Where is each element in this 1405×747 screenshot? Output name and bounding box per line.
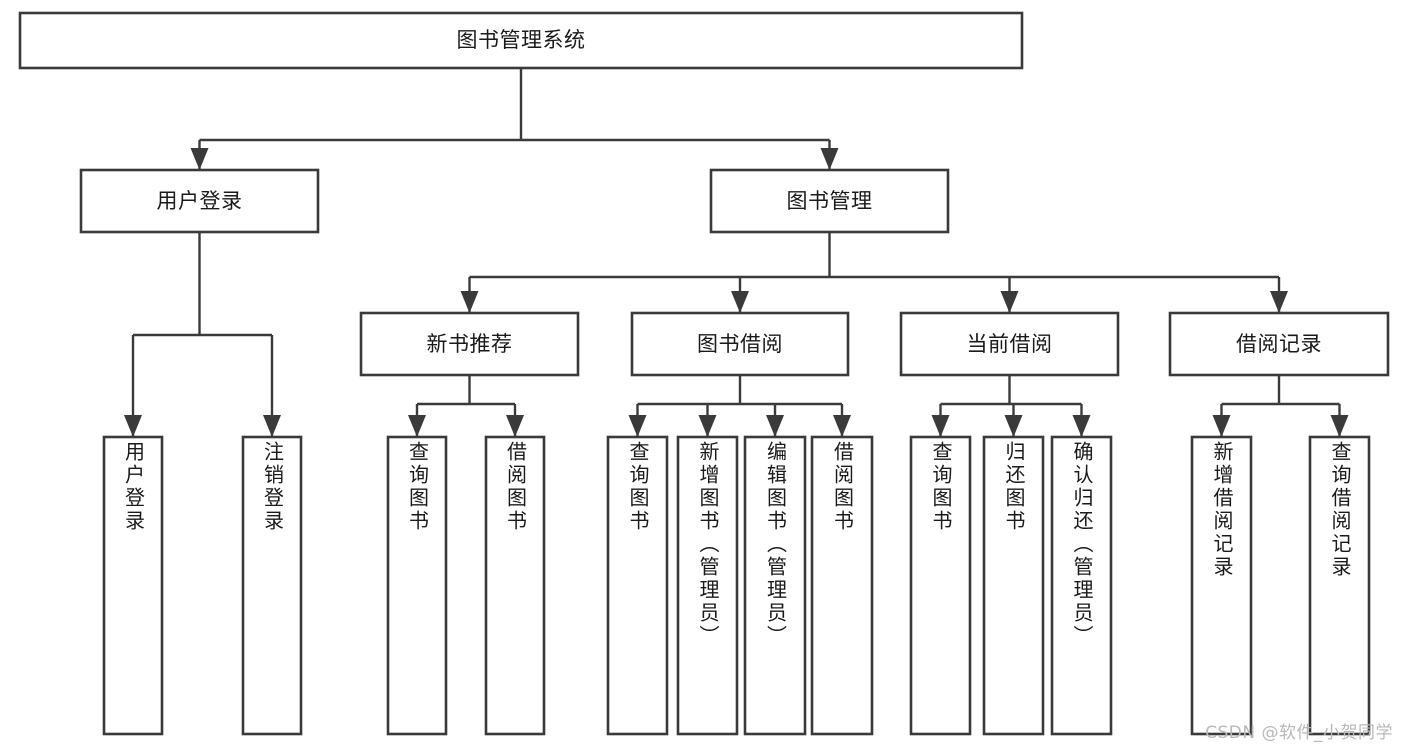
arrow-head-icon-leaf-query-book-1 xyxy=(408,415,426,437)
arrow-head-icon-book-borrow xyxy=(731,291,749,313)
node-box-book-borrow[interactable] xyxy=(630,311,850,377)
arrow-head-icon-new-book-rec xyxy=(460,291,479,313)
arrow-head-icon-leaf-edit-book xyxy=(766,415,784,437)
node-box-leaf-query-book-1[interactable] xyxy=(386,435,448,736)
arrow-head-icon-leaf-add-record xyxy=(1212,415,1231,437)
node-box-root[interactable] xyxy=(18,11,1024,70)
node-box-current-borrow[interactable] xyxy=(899,311,1120,377)
arrow-head-icon-book-manage xyxy=(820,148,839,170)
arrow-head-icon-leaf-confirm-return xyxy=(1072,415,1091,437)
node-box-leaf-confirm-return[interactable] xyxy=(1050,435,1113,736)
node-box-leaf-borrow-book-1[interactable] xyxy=(484,435,546,736)
node-box-leaf-user-login[interactable] xyxy=(102,435,164,736)
arrow-head-icon-borrow-record xyxy=(1270,291,1288,313)
node-box-leaf-return-book[interactable] xyxy=(982,435,1045,736)
node-boxes-layer xyxy=(18,11,1390,736)
node-box-book-manage[interactable] xyxy=(709,168,950,234)
arrow-head-icon-leaf-query-book-2 xyxy=(628,415,647,437)
arrow-head-icon-leaf-query-book-3 xyxy=(931,415,950,437)
node-box-leaf-add-book[interactable] xyxy=(676,435,739,736)
arrow-head-icon-leaf-return-book xyxy=(1004,415,1023,437)
watermark-text: CSDN @软件_小贺同学 xyxy=(1205,723,1393,743)
node-box-leaf-edit-book[interactable] xyxy=(743,435,807,736)
connector-lines-layer xyxy=(124,68,1349,437)
arrow-head-icon-leaf-borrow-book-1 xyxy=(506,415,524,437)
arrow-head-icon-leaf-query-record xyxy=(1330,415,1349,437)
arrow-head-icon-user-login xyxy=(190,148,209,170)
node-box-leaf-query-book-3[interactable] xyxy=(909,435,972,736)
arrow-head-icon-leaf-user-login xyxy=(124,415,142,437)
arrow-head-icon-leaf-logout xyxy=(263,415,281,437)
node-box-leaf-query-record[interactable] xyxy=(1308,435,1371,736)
node-box-leaf-borrow-book-2[interactable] xyxy=(810,435,874,736)
node-box-borrow-record[interactable] xyxy=(1168,311,1390,377)
node-box-leaf-logout[interactable] xyxy=(241,435,303,736)
node-box-leaf-add-record[interactable] xyxy=(1190,435,1253,736)
node-box-leaf-query-book-2[interactable] xyxy=(606,435,669,736)
arrow-head-icon-leaf-borrow-book-2 xyxy=(833,415,851,437)
arrow-head-icon-current-borrow xyxy=(1000,291,1019,313)
arrow-head-icon-leaf-add-book xyxy=(698,415,717,437)
node-box-new-book-rec[interactable] xyxy=(359,311,580,377)
node-box-user-login[interactable] xyxy=(79,168,320,234)
